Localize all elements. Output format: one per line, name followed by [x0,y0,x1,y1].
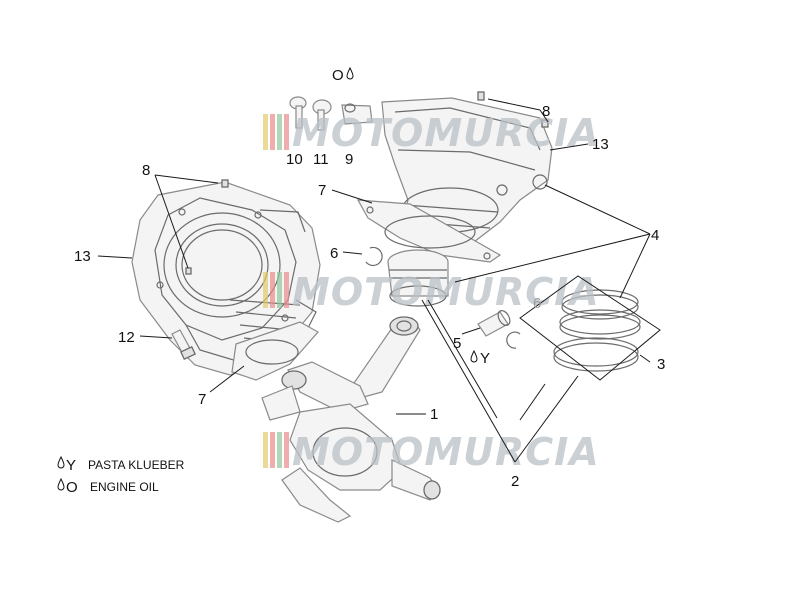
watermark-stripe [277,272,282,308]
watermark-stripe [277,432,282,468]
group-brackets [427,275,661,421]
watermark-stripe [284,114,289,150]
lube-marker-paste: Y [470,349,490,367]
stud-bolt-part [171,329,196,361]
drop-icon [57,477,65,491]
callout-7-bottom: 7 [198,391,206,408]
callout-5: 5 [453,335,461,352]
callout-13-right: 13 [592,136,609,153]
watermark-stripe [284,272,289,308]
lower-gasket-part [231,321,319,381]
callout-1: 1 [430,406,438,423]
lube-code-oil: O [332,67,344,84]
drop-icon [470,349,478,363]
callout-8-top: 8 [542,103,550,120]
legend-label: PASTA KLUEBER [88,458,185,472]
watermark-stripe [284,432,289,468]
legend-code: O [66,479,78,496]
watermark-stripe [270,272,275,308]
callout-11: 11 [313,151,329,168]
callout-12: 12 [118,329,135,346]
lube-code-paste: Y [480,350,490,367]
piston-part [387,249,449,307]
watermark-stripe [263,272,268,308]
drop-icon [57,455,65,469]
callout-9: 9 [345,151,353,168]
base-gasket-part [356,199,502,263]
legend-item-oil: O ENGINE OIL [57,477,159,496]
watermark-stripe [263,432,268,468]
watermark-text: MOTOMURCIA [292,270,600,314]
leader-lines [97,98,651,463]
lube-marker-oil: O [332,66,354,84]
watermark-middle: MOTOMURCIA [263,270,600,314]
callout-4: 4 [651,227,659,244]
watermark-bottom: MOTOMURCIA [263,430,600,474]
crankshaft-part [261,316,441,523]
callout-7-top: 7 [318,182,326,199]
callout-3: 3 [657,356,665,373]
legend-label: ENGINE OIL [90,480,159,494]
wrist-pin-part [477,310,511,337]
callout-6-right: 6 [533,295,541,312]
legend-code: Y [66,457,76,474]
legend-item-paste: Y PASTA KLUEBER [57,455,185,474]
watermark-top: MOTOMURCIA [263,111,600,155]
circlip-parts [365,246,521,349]
watermark-text: MOTOMURCIA [292,111,600,155]
watermark-stripe [263,114,268,150]
watermark-text: MOTOMURCIA [292,430,600,474]
watermark-stripe [270,432,275,468]
top-cylinder-part [381,91,553,249]
drop-icon [346,66,354,80]
watermark-stripe [270,114,275,150]
oil-jet-parts [289,96,373,131]
callout-13-left: 13 [74,248,91,265]
legend: Y PASTA KLUEBER O ENGINE OIL [57,455,185,496]
callout-10: 10 [286,151,303,168]
callout-6-left: 6 [330,245,338,262]
callout-2: 2 [511,473,519,490]
watermark-stripe [277,114,282,150]
callout-8-left: 8 [142,162,150,179]
callout-labels: 8 13 12 7 7 6 10 11 9 8 13 4 6 5 3 1 2 [74,103,665,490]
